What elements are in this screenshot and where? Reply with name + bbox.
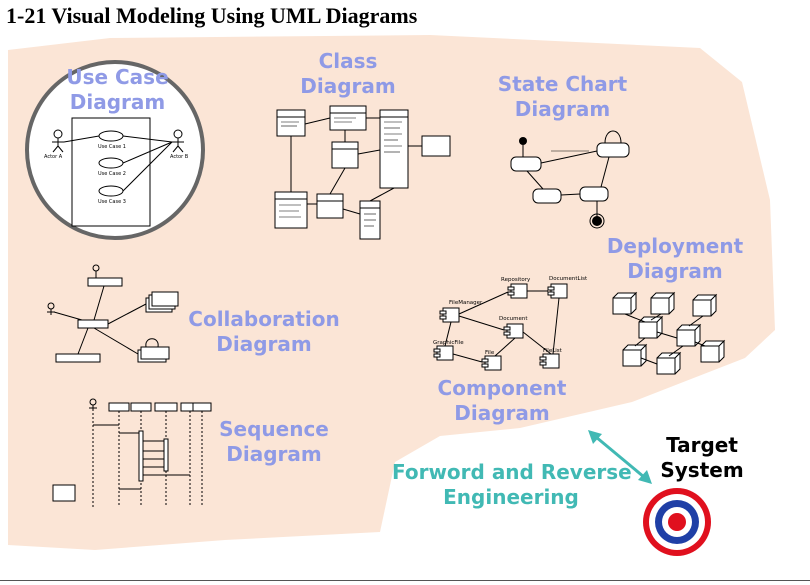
file-label: File — [485, 350, 495, 356]
deployment-diagram — [612, 291, 726, 375]
actor-b-icon — [172, 129, 184, 153]
component-diagram: Repository DocumentList FileManager Docu… — [433, 276, 588, 371]
documentlist-label: DocumentList — [549, 276, 588, 282]
use-case-2-label: Use Case 2 — [98, 171, 126, 177]
bottom-rule — [0, 580, 810, 581]
use-case-diagram: Actor A Actor B Use Case 1 Use Case 2 Us… — [25, 60, 205, 240]
actor-b-label: Actor B — [170, 154, 189, 160]
state-chart-diagram — [510, 130, 630, 229]
sequence-diagram — [52, 398, 212, 507]
use-case-1-label: Use Case 1 — [98, 144, 126, 150]
actor-a-label: Actor A — [44, 154, 63, 160]
class-diagram — [274, 105, 451, 240]
document-label: Document — [499, 316, 528, 322]
target-icon — [643, 488, 711, 556]
repository-label: Repository — [501, 277, 531, 283]
actor-a-icon — [52, 129, 64, 153]
filemanager-label: FileManager — [449, 300, 483, 306]
use-case-3-label: Use Case 3 — [98, 199, 126, 205]
page-title: 1-21 Visual Modeling Using UML Diagrams — [6, 3, 418, 28]
filelist-label: FileList — [543, 348, 563, 354]
double-arrow-icon — [588, 430, 652, 484]
graphicfile-label: GraphicFile — [433, 340, 464, 346]
collaboration-diagram — [47, 264, 179, 363]
